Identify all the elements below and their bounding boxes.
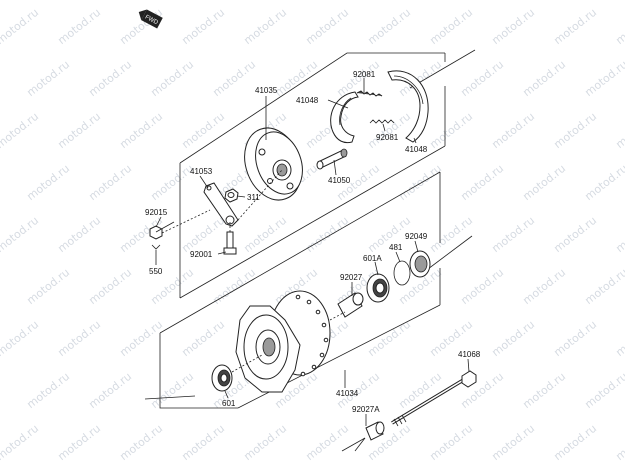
shoe-spring-top bbox=[356, 90, 383, 97]
label-601: 601 bbox=[222, 399, 236, 408]
label-92049: 92049 bbox=[405, 232, 428, 241]
axle-41068 bbox=[391, 370, 477, 427]
label-92027: 92027 bbox=[340, 273, 363, 282]
brake-panel bbox=[244, 127, 303, 201]
upper-frame bbox=[179, 49, 476, 299]
assembly-lines-upper bbox=[161, 169, 283, 234]
label-92081-bottom: 92081 bbox=[376, 133, 399, 142]
assembly-lines-lower bbox=[231, 311, 346, 373]
hub-spoke-holes bbox=[295, 294, 329, 377]
spacer-92027 bbox=[337, 292, 364, 318]
brake-shoe-right bbox=[387, 70, 429, 143]
label-601A: 601A bbox=[363, 254, 382, 263]
wheel-hub bbox=[235, 290, 331, 393]
part-labels: 41035 92081 41048 92081 41048 41053 4105… bbox=[145, 70, 481, 414]
collar-leader bbox=[354, 437, 366, 452]
label-311: 311 bbox=[247, 193, 260, 202]
leader-lines bbox=[155, 78, 470, 426]
brake-shoe-left bbox=[330, 91, 359, 144]
bearing-601A bbox=[366, 273, 390, 303]
brake-lever bbox=[203, 182, 239, 227]
cotter-pin-550 bbox=[151, 244, 161, 250]
label-92015: 92015 bbox=[145, 208, 168, 217]
label-92001: 92001 bbox=[190, 250, 213, 259]
label-41034: 41034 bbox=[336, 389, 359, 398]
collar-92027A bbox=[365, 421, 385, 441]
label-481: 481 bbox=[389, 243, 403, 252]
label-41050: 41050 bbox=[328, 176, 351, 185]
oil-seal-92049 bbox=[409, 250, 431, 278]
label-41068: 41068 bbox=[458, 350, 481, 359]
collar-frame-edge bbox=[341, 437, 366, 452]
bearing-601 bbox=[211, 364, 233, 392]
label-92081-top: 92081 bbox=[353, 70, 376, 79]
label-41048-left: 41048 bbox=[296, 96, 319, 105]
bolt-92015 bbox=[149, 221, 175, 240]
label-41035: 41035 bbox=[255, 86, 278, 95]
bolt-92001 bbox=[223, 231, 237, 255]
label-41053: 41053 bbox=[190, 167, 213, 176]
label-92027A: 92027A bbox=[352, 405, 380, 414]
label-550: 550 bbox=[149, 267, 163, 276]
shoe-spring-bottom bbox=[369, 119, 395, 124]
label-41048-right: 41048 bbox=[405, 145, 428, 154]
brake-camshaft bbox=[316, 148, 348, 170]
circlip-481 bbox=[393, 260, 411, 286]
nut-311 bbox=[224, 188, 239, 203]
fwd-direction-icon: FWD bbox=[138, 9, 163, 29]
